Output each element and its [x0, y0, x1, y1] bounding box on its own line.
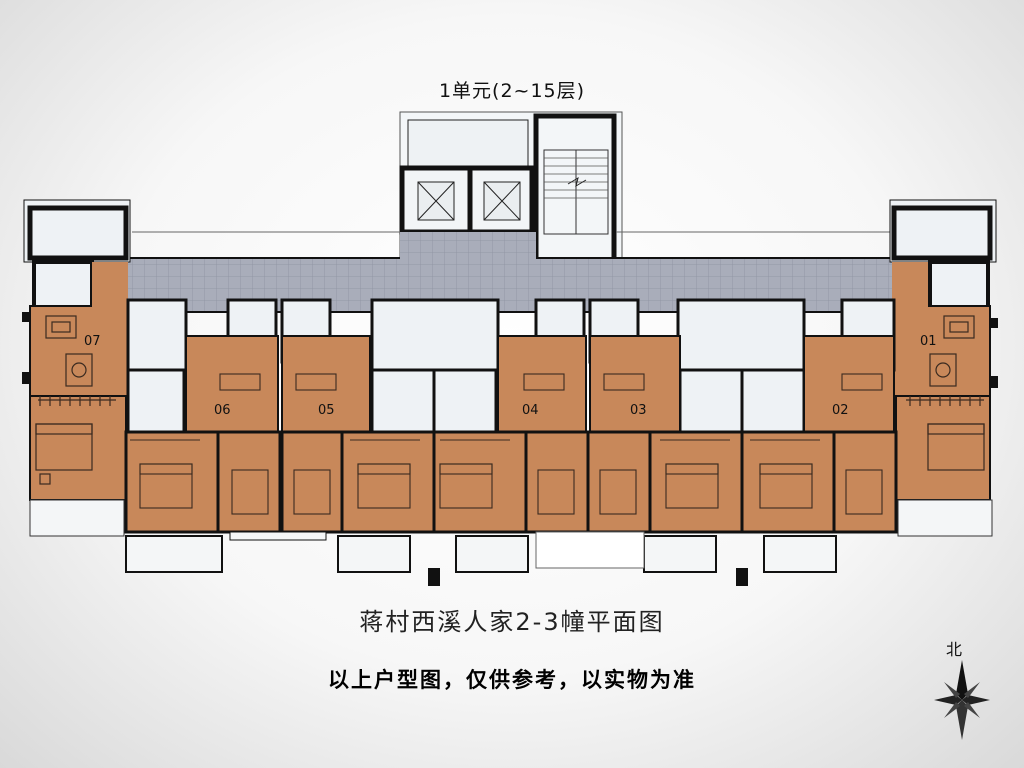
- plan-title: 蒋村西溪人家2-3幢平面图: [359, 608, 665, 636]
- unit-label-05: 05: [318, 403, 335, 418]
- unit-label-01: 01: [920, 334, 937, 349]
- unit-label-03: 03: [630, 403, 647, 418]
- unit-label-02: 02: [832, 403, 849, 418]
- elevator-icon: [399, 165, 473, 235]
- compass-rose-icon: [934, 660, 990, 740]
- unit-title: 1单元(2~15层): [438, 80, 586, 102]
- unit-label-04: 04: [522, 403, 539, 418]
- disclaimer-text: 以上户型图，仅供参考，以实物为准: [328, 668, 696, 692]
- balconies: [125, 531, 837, 573]
- elevator-lobby: [400, 232, 536, 262]
- elevator-icon: [467, 165, 535, 235]
- furniture: [130, 373, 883, 515]
- core-block: [399, 111, 623, 265]
- unit-07: [22, 199, 131, 537]
- stair-icon: [533, 113, 617, 265]
- living-rooms: [185, 335, 895, 433]
- unit-label-07: 07: [84, 334, 101, 349]
- unit-label-06: 06: [214, 403, 231, 418]
- bedrooms: [124, 430, 898, 534]
- unit-01: [889, 199, 998, 537]
- north-label: 北: [946, 640, 963, 659]
